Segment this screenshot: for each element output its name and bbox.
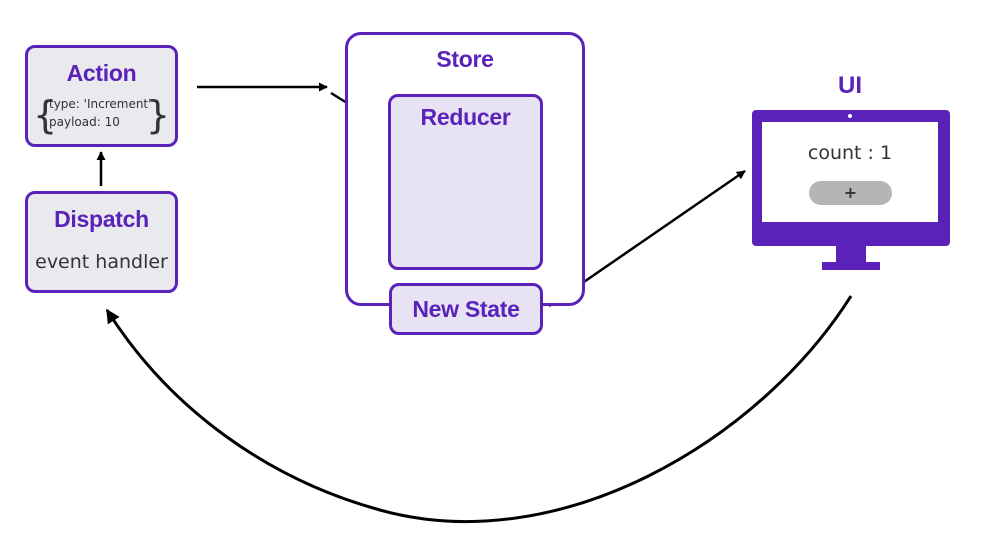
dispatch-subtitle: event handler: [35, 251, 168, 273]
store-title: Store: [436, 46, 494, 72]
new-state-box: New State: [389, 283, 543, 335]
action-type-line: type: 'Increment': [49, 97, 152, 111]
monitor-icon: [752, 110, 950, 270]
ui-title: UI: [838, 72, 862, 99]
new-state-title: New State: [412, 296, 520, 322]
brace-open: {: [33, 93, 58, 137]
dispatch-title: Dispatch: [54, 206, 149, 232]
reducer-title: Reducer: [420, 104, 511, 130]
dispatch-box: Dispatch event handler: [25, 191, 178, 293]
increment-button[interactable]: +: [809, 181, 892, 205]
action-box: Action { type: 'Increment' payload: 10 }: [25, 45, 178, 147]
action-payload-line: payload: 10: [49, 115, 120, 129]
arrow-ui-to-dispatch: [105, 295, 853, 524]
brace-close: }: [145, 93, 170, 137]
action-title: Action: [66, 60, 137, 86]
reducer-box: Reducer: [388, 94, 543, 270]
count-display: count : 1: [807, 142, 893, 164]
